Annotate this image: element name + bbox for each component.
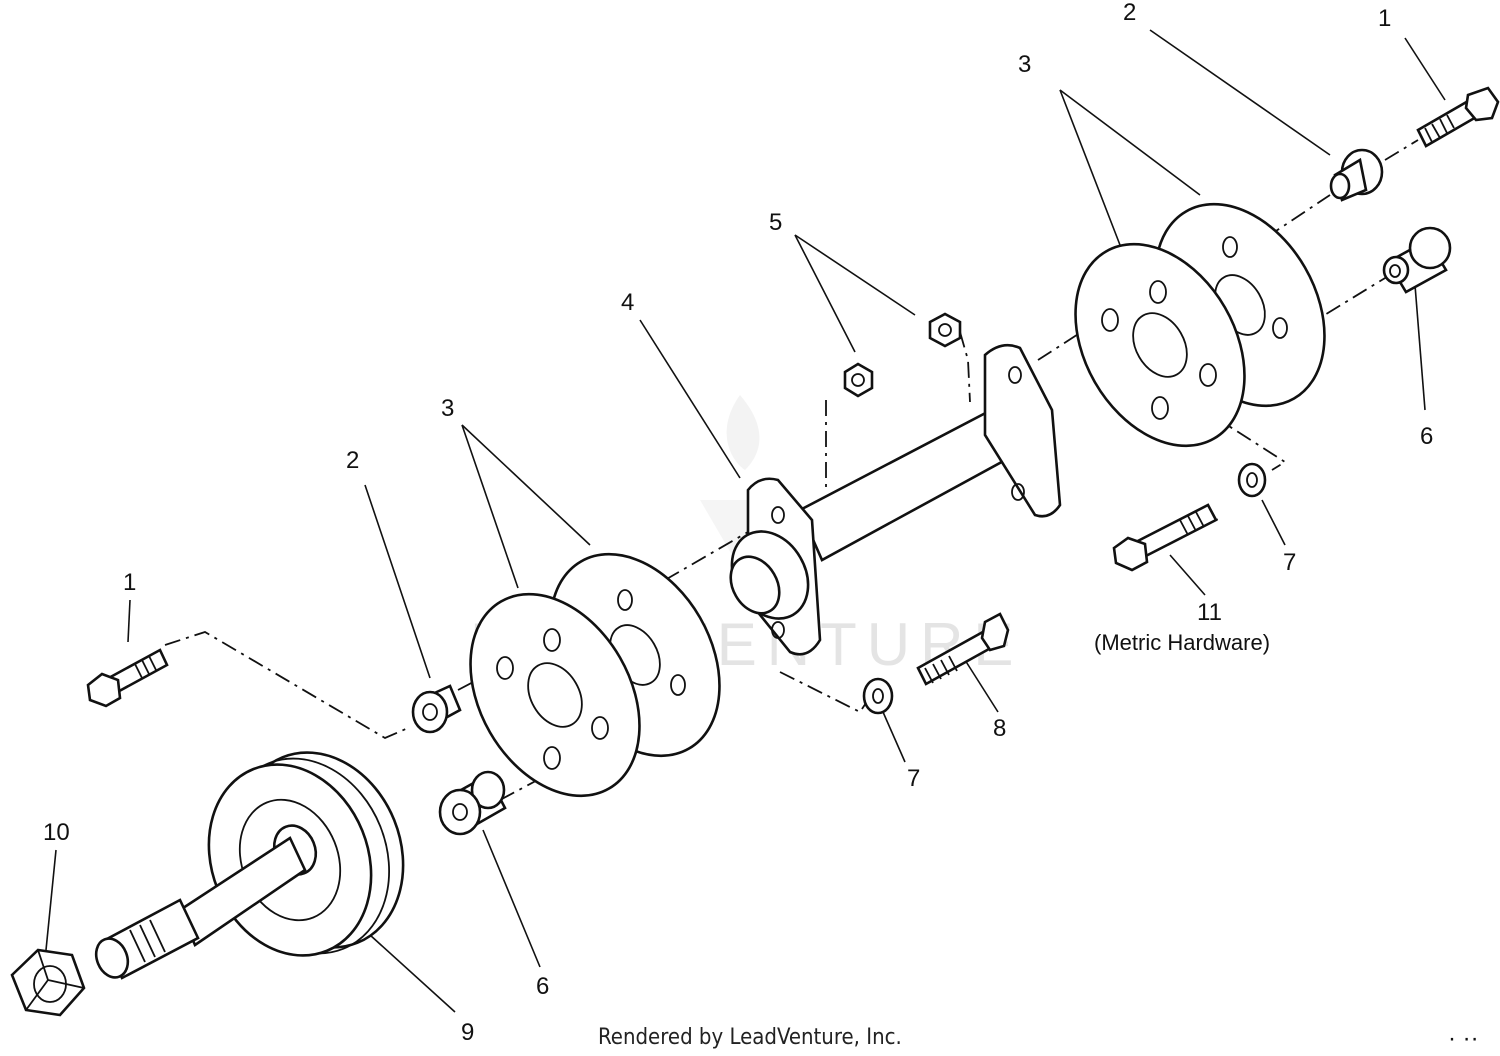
callout-6-right: 6 — [1420, 423, 1433, 450]
leader-lines — [45, 29, 1446, 1013]
bolt-item-1-left — [86, 648, 169, 708]
callout-7-right: 7 — [1283, 549, 1296, 576]
bushing-item-2-top — [1329, 148, 1384, 202]
callout-7-mid: 7 — [907, 765, 920, 792]
washer-item-7-mid — [862, 677, 894, 715]
flange-item-3-top — [1074, 202, 1326, 448]
metric-hardware-note: (Metric Hardware) — [1094, 630, 1270, 655]
callout-9: 9 — [461, 1019, 474, 1046]
callout-5: 5 — [769, 209, 782, 236]
callout-8: 8 — [993, 715, 1006, 742]
hex-nut-item-10 — [10, 948, 86, 1017]
callout-3-top: 3 — [1018, 51, 1031, 78]
bushing-item-2-left — [411, 684, 462, 734]
callout-2-left: 2 — [346, 447, 359, 474]
spacer-item-6-right — [1382, 226, 1452, 294]
callout-1-top: 1 — [1378, 5, 1391, 32]
nut-item-5-left — [843, 362, 874, 398]
flange-item-3-left — [469, 552, 721, 798]
pulley-shaft-item-9 — [94, 751, 405, 980]
bolt-item-8 — [916, 612, 1010, 686]
callout-11: 11 — [1197, 599, 1222, 626]
footer-credit: Rendered by LeadVenture, Inc. — [598, 1025, 902, 1050]
callout-4: 4 — [621, 289, 634, 316]
washer-item-7-right — [1237, 462, 1267, 498]
axle-tube-item-4 — [729, 343, 1062, 656]
callout-labels: 1 2 3 5 4 6 3 2 7 11 (Metric Hardware) 1… — [43, 0, 1433, 1046]
spacer-item-6-bottom — [438, 770, 507, 836]
callout-6-bottom: 6 — [536, 973, 549, 1000]
bolt-item-11-metric — [1112, 503, 1218, 572]
bolt-item-1-top — [1416, 86, 1500, 148]
callout-2-top: 2 — [1123, 0, 1136, 26]
callout-3-left: 3 — [441, 395, 454, 422]
corner-mark: · ·· — [1448, 1025, 1479, 1052]
callout-10: 10 — [43, 819, 70, 846]
nut-item-5-right — [928, 312, 962, 348]
callout-1-left: 1 — [123, 569, 136, 596]
